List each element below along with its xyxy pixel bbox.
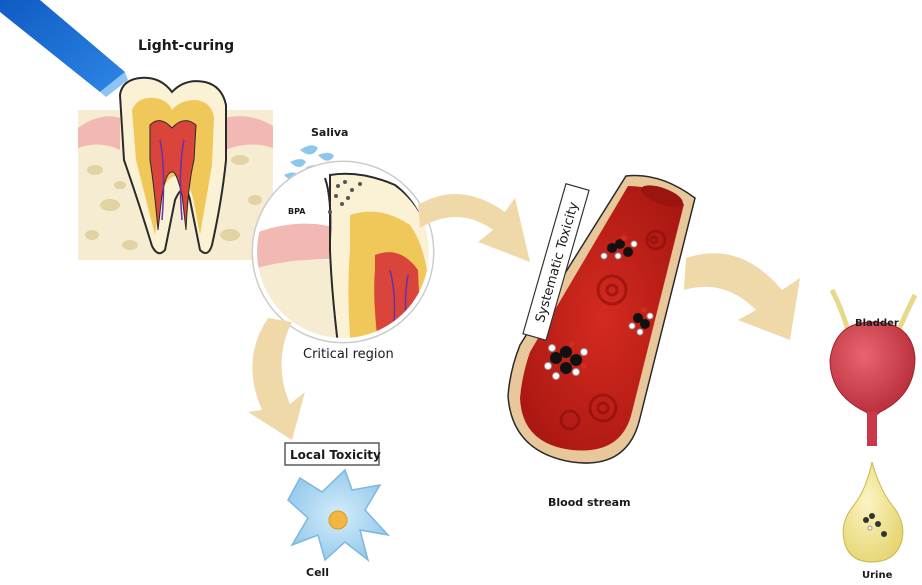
bpa-label: BPA xyxy=(288,207,306,216)
cell-label: Cell xyxy=(306,566,329,579)
urine-label: Urine xyxy=(862,570,893,581)
bladder-icon xyxy=(830,290,915,446)
arrow-to-cell xyxy=(248,318,305,440)
cell-nucleus xyxy=(329,511,347,529)
critical-region-label: Critical region xyxy=(303,347,394,362)
local-toxicity-label: Local Toxicity xyxy=(290,448,381,462)
blood-stream-label: Blood stream xyxy=(548,496,631,509)
saliva-label: Saliva xyxy=(311,126,348,139)
arrow-to-bladder xyxy=(684,253,800,340)
arrow-to-bloodstream xyxy=(418,194,530,262)
light-curing-label: Light-curing xyxy=(138,38,234,54)
light-curing-device xyxy=(0,0,128,97)
bladder-label: Bladder xyxy=(855,318,899,329)
urine-drop-icon xyxy=(843,462,903,562)
tooth-cross-section xyxy=(78,78,273,260)
light-beam-icon xyxy=(0,0,125,92)
